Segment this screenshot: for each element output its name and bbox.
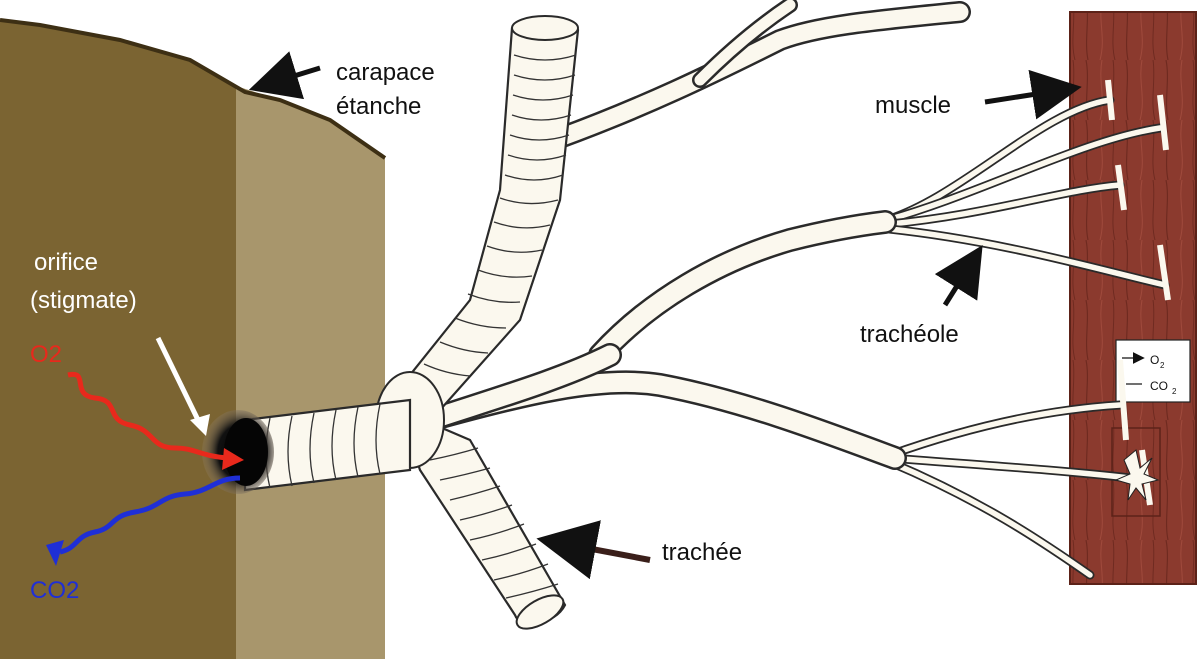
carapace-inner-layer: [236, 86, 385, 659]
label-carapace: carapace: [336, 59, 435, 86]
legend-o2-sub: 2: [1160, 361, 1165, 370]
carapace: [0, 20, 385, 659]
label-trachee: trachée: [662, 539, 742, 566]
label-orifice: orifice: [34, 249, 98, 276]
label-muscle: muscle: [875, 92, 951, 119]
label-etanche: étanche: [336, 93, 421, 120]
muscle-block: [1070, 12, 1196, 584]
trachee-pointer-arrow: [560, 543, 650, 560]
label-o2: O2: [30, 341, 62, 368]
tracheole-pointer-arrow: [945, 262, 972, 305]
label-stigmate: (stigmate): [30, 287, 137, 314]
legend-o2-text: O: [1150, 353, 1159, 367]
legend-co2-text: CO: [1150, 379, 1168, 393]
label-tracheole: trachéole: [860, 321, 959, 348]
carapace-pointer-arrow: [268, 68, 320, 84]
legend-co2-sub: 2: [1172, 387, 1177, 396]
muscle-pointer-arrow: [985, 90, 1062, 102]
label-co2: CO2: [30, 577, 79, 604]
